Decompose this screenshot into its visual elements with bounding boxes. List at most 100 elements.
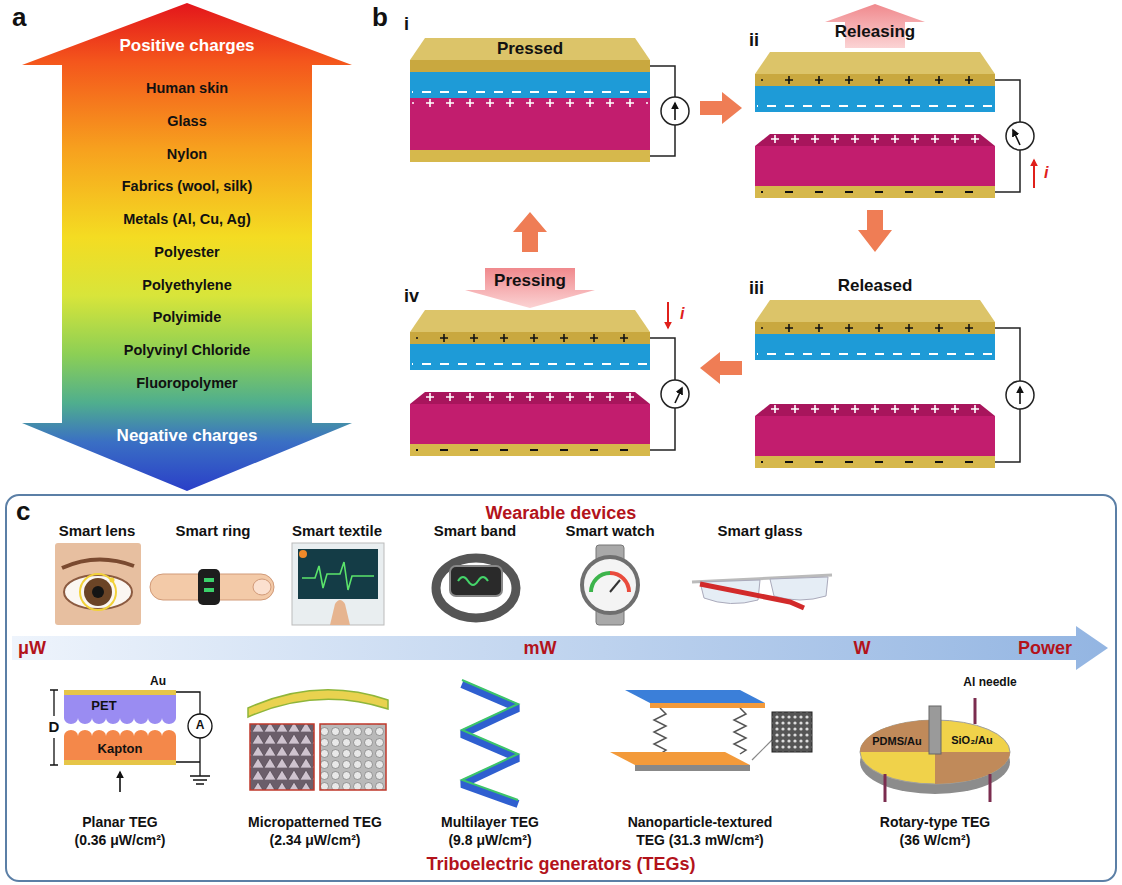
- smart-textile-image: [299, 550, 307, 558]
- state-pressing: [410, 268, 689, 456]
- state-pressed: [410, 38, 650, 98]
- rotary-teg-image: [935, 752, 1010, 784]
- planar-teg-image: [50, 690, 212, 792]
- multilayer-teg-image: [462, 684, 518, 804]
- smart-textile-image: [292, 543, 384, 625]
- state-pressing: [410, 392, 650, 456]
- smart-band-image: [436, 558, 516, 618]
- planar-teg-image: [188, 714, 212, 738]
- teg-name: Nanoparticle-textured: [628, 814, 773, 830]
- planar-teg-image: [176, 692, 210, 784]
- teg-value: (9.8 μW/cm²): [448, 832, 531, 848]
- multilayer-teg-image: [462, 680, 518, 800]
- panel-letter: c: [16, 497, 30, 527]
- nanoparticle-teg-image: [752, 740, 772, 760]
- material-name: Fluoropolymer: [136, 375, 238, 392]
- axis-label: μW: [18, 638, 46, 659]
- material-name: Polyester: [154, 244, 219, 261]
- micropatterned-teg-image: [320, 724, 386, 790]
- nanoparticle-teg-image: [635, 765, 750, 771]
- material-name: Fabrics (wool, silk): [122, 178, 253, 195]
- state-label: Released: [838, 276, 913, 296]
- state-pressing: [667, 302, 669, 328]
- layer-label: Kapton: [98, 742, 143, 757]
- material-name: Metals (Al, Cu, Ag): [123, 211, 251, 228]
- planar-teg-image: [64, 760, 176, 765]
- smart-textile-image: [298, 549, 378, 599]
- power-axis-arrow: [12, 626, 1108, 670]
- panel-letter: b: [372, 3, 388, 33]
- axis-label: mW: [524, 638, 557, 659]
- smart-lens-image: [92, 586, 104, 598]
- material-name: Glass: [167, 112, 207, 129]
- state-released: [755, 404, 995, 468]
- device-name: Smart ring: [175, 522, 250, 539]
- planar-teg-image: [119, 772, 121, 792]
- rotary-teg-image: [974, 698, 977, 724]
- micropatterned-teg-image: [248, 690, 388, 790]
- state-releasing: [1006, 122, 1034, 150]
- device-name: Smart textile: [292, 522, 382, 539]
- state-pressed: [410, 98, 650, 162]
- smart-watch-image: [582, 545, 638, 625]
- part-label: PDMS/Au: [872, 735, 922, 748]
- state-releasing: [825, 4, 925, 48]
- device-name: Smart band: [434, 522, 517, 539]
- teg-value: (2.34 μW/cm²): [269, 832, 360, 848]
- smart-ring-image: [204, 588, 214, 592]
- nanoparticle-teg-image: [654, 708, 666, 754]
- series-end-label: Negative charges: [117, 426, 258, 446]
- micropatterned-teg-image: [320, 724, 386, 790]
- state-releasing: [755, 134, 995, 198]
- nanoparticle-teg-image: [610, 690, 812, 771]
- smart-textile-image: [330, 600, 350, 625]
- state-pressed: [661, 97, 689, 125]
- cycle-arrow: [700, 352, 742, 384]
- state-label: Pressing: [494, 271, 566, 291]
- power-axis-arrow: [12, 626, 1108, 670]
- smart-glass-image: [692, 575, 832, 608]
- state-released: [1006, 381, 1034, 409]
- series-end-label: Positive charges: [119, 36, 254, 56]
- nanoparticle-teg-image: [610, 752, 750, 765]
- nanoparticle-teg-image: [650, 703, 765, 708]
- smart-lens-image: [64, 575, 132, 609]
- smart-glass-image: [770, 577, 828, 600]
- smart-watch-image: [610, 580, 620, 592]
- rotary-teg-image: [929, 706, 941, 754]
- smart-lens-image: [55, 543, 141, 625]
- nanoparticle-teg-image: [772, 712, 812, 752]
- planar-teg-image: [64, 695, 176, 724]
- smart-textile-image: [292, 543, 384, 625]
- cycle-arrow: [700, 92, 742, 124]
- state-pressed: [674, 103, 676, 120]
- state-releasing: [1033, 160, 1035, 188]
- teg-name: Micropatterned TEG: [248, 814, 382, 830]
- dimension-label: D: [49, 718, 60, 735]
- state-released: [755, 300, 1034, 468]
- state-releasing: [755, 4, 1034, 198]
- smart-lens-image: [62, 559, 134, 568]
- teg-value: TEG (31.3 mW/cm²): [636, 832, 764, 848]
- nanoparticle-teg-image: [772, 712, 812, 752]
- planar-teg-image: [64, 730, 176, 760]
- smart-ring-image: [204, 578, 214, 582]
- current-label: i: [1044, 164, 1048, 182]
- charge-series-arrow: Positive chargesHuman skinGlassNylonFabr…: [22, 3, 352, 491]
- state-pressing: [465, 268, 595, 308]
- smart-ring-image: [253, 579, 271, 595]
- layer-label: PET: [91, 699, 116, 714]
- device-name: Smart lens: [59, 522, 136, 539]
- smart-watch-image: [610, 573, 629, 592]
- material-name: Polyvinyl Chloride: [124, 342, 251, 359]
- axis-label: W: [854, 638, 871, 659]
- smart-band-image: [450, 566, 502, 596]
- section-heading: Wearable devices: [486, 503, 637, 524]
- multilayer-teg-image: [462, 680, 518, 804]
- smart-lens-image: [55, 543, 141, 625]
- micropatterned-teg-image: [248, 690, 388, 717]
- material-name: Polyethylene: [142, 276, 231, 293]
- rotary-teg-image: [884, 774, 887, 802]
- rotary-teg-image: [860, 698, 1010, 802]
